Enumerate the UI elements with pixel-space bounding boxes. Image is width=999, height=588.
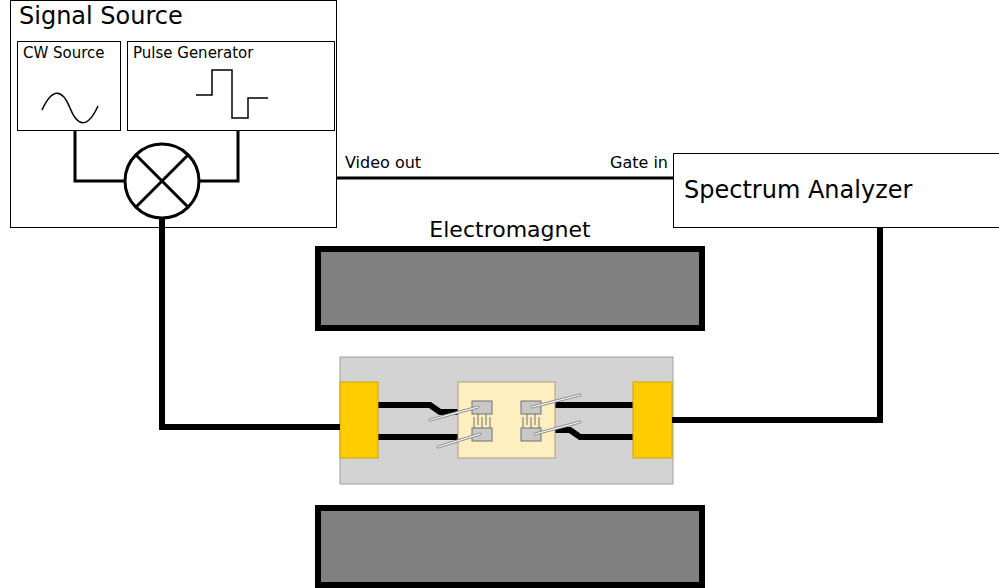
bond-wire <box>535 422 580 434</box>
idt-finger <box>474 417 475 428</box>
magnet-pole <box>318 249 702 328</box>
device-chip <box>458 382 555 458</box>
rf-cable <box>672 228 880 420</box>
sine-symbol <box>42 93 98 123</box>
idt-finger <box>535 414 536 425</box>
idt-finger <box>490 417 491 428</box>
node-title: CW Source <box>23 45 115 62</box>
trace <box>378 434 458 440</box>
bond-wire <box>535 422 580 434</box>
mixer-symbol <box>125 144 199 218</box>
rf-cable <box>162 218 340 427</box>
signal-name: Video out <box>345 154 421 172</box>
idt-finger <box>486 414 487 425</box>
bond-wire <box>532 395 580 407</box>
trace <box>378 405 458 412</box>
part-name: Electromagnet <box>429 217 590 242</box>
idt-finger <box>523 417 524 428</box>
node-title: Spectrum Analyzer <box>684 177 999 205</box>
trace <box>555 430 633 437</box>
wire <box>199 130 238 181</box>
source-module: Pulse Generator <box>127 41 335 131</box>
bond-wires <box>430 395 580 447</box>
bond-wire <box>430 407 478 420</box>
idt-finger <box>527 414 528 425</box>
connector-pad <box>340 382 378 458</box>
mixer-cross <box>136 155 188 207</box>
magnet-pole <box>318 508 702 585</box>
bond-wire <box>438 434 480 447</box>
analyzer-box: Spectrum Analyzer <box>673 153 999 228</box>
bond-wire <box>532 395 580 407</box>
node-title: Signal Source <box>19 3 328 31</box>
node-title: Pulse Generator <box>133 45 329 62</box>
signal-wire <box>337 177 673 180</box>
circuit-board <box>340 357 673 484</box>
bond-wire <box>438 434 480 447</box>
wire <box>75 130 125 181</box>
mixer-cross <box>136 155 188 207</box>
trace <box>555 402 633 408</box>
idt-finger <box>478 414 479 425</box>
source-module: CW Source <box>17 41 121 131</box>
bond-wire <box>430 407 478 420</box>
connector-pad <box>633 382 672 458</box>
idt-finger <box>531 417 532 428</box>
pulse-symbol <box>196 70 268 118</box>
bond-wire-highlights <box>430 395 580 447</box>
signal-name: Gate in <box>610 154 668 172</box>
idt-finger <box>482 417 483 428</box>
idt-fingers <box>474 414 539 428</box>
idt-finger <box>539 417 540 428</box>
source-box: Signal Source CW Source Pulse Generator <box>10 0 337 228</box>
